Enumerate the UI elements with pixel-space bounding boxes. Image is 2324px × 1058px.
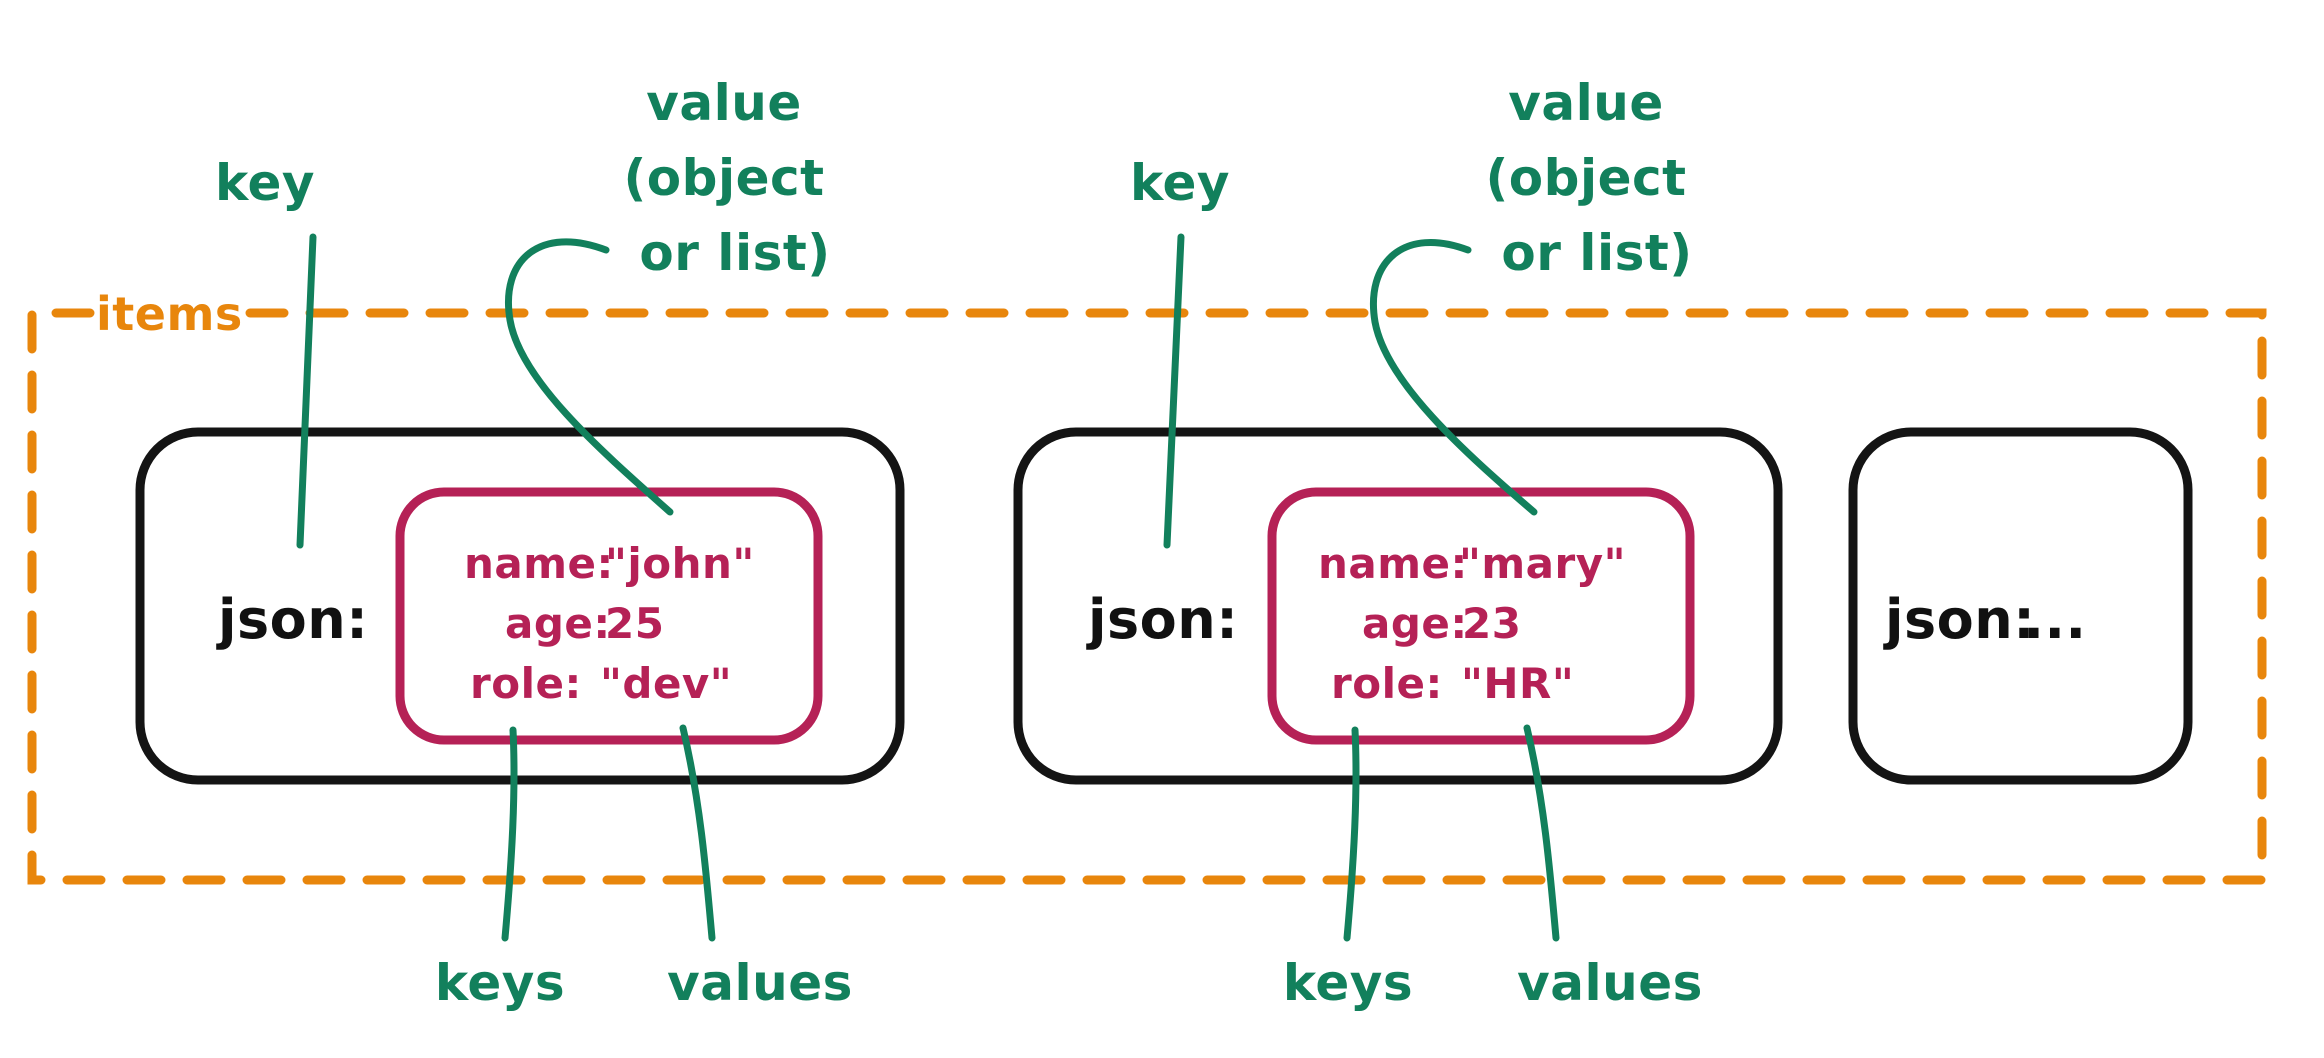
card-2-key-connector [1163, 233, 1185, 549]
card-3-ellipsis: ... [2023, 588, 2086, 651]
json-card-3[interactable]: json: ... [1848, 427, 2193, 785]
card-2-value-object-outline[interactable] [1267, 487, 1695, 745]
json-card-2[interactable]: json: name: "mary" age: 23 role: "HR" [1013, 427, 1783, 785]
card-1-value-annotation-line-1: value [646, 74, 801, 132]
card-2-value-annotation-line-1: value [1508, 74, 1663, 132]
card-2-values-annotation: values [1517, 954, 1703, 1012]
card-2-entry-2-value: "HR" [1461, 659, 1574, 708]
card-1-key-connector [296, 233, 317, 549]
items-group-border [27, 308, 2267, 885]
card-2-value-connector [1370, 238, 1538, 516]
card-2-keys-connector [1343, 726, 1360, 942]
card-1-entry-2-value: "dev" [600, 659, 732, 708]
card-1-value-connector [505, 238, 674, 516]
card-2-entry-1-key: age: [1362, 599, 1468, 648]
card-1-entries: name: "john" age: 25 role: "dev" [464, 539, 755, 708]
card-1-value-annotation-line-3: or list) [639, 224, 830, 282]
card-1-value-annotation-line-2: (object [623, 149, 824, 207]
card-1-json-label: json: [216, 588, 368, 651]
json-card-1[interactable]: json: name: "john" age: 25 role: "dev" [135, 427, 905, 785]
card-1-values-annotation: values [667, 954, 853, 1012]
card-1-entry-2-key: role: [470, 659, 582, 708]
items-group-frame [27, 308, 2267, 885]
card-1-entry-0-key: name: [464, 539, 614, 588]
card-2-values-connector [1523, 724, 1560, 942]
card-1-values-connector [679, 724, 716, 942]
card-2-entry-0-key: name: [1318, 539, 1468, 588]
card-1-keys-connector [501, 726, 518, 942]
card-3-json-label: json: [1883, 588, 2035, 651]
card-1-value-object-outline[interactable] [395, 487, 823, 745]
card-2-entry-2-key: role: [1331, 659, 1443, 708]
card-1-keys-annotation: keys [435, 954, 565, 1012]
card-2-entry-1-value: 23 [1462, 599, 1521, 648]
items-group-label: items [96, 287, 243, 341]
card-2-json-label: json: [1086, 588, 1238, 651]
card-1-entry-0-value: "john" [605, 539, 755, 588]
card-2-entry-0-value: "mary" [1459, 539, 1626, 588]
card-1-entry-1-key: age: [505, 599, 611, 648]
card-2-value-annotation-line-3: or list) [1501, 224, 1692, 282]
card-3-outline[interactable] [1848, 427, 2193, 785]
card-2-entries: name: "mary" age: 23 role: "HR" [1318, 539, 1626, 708]
card-1-entry-1-value: 25 [605, 599, 664, 648]
card-2-key-annotation: key [1130, 154, 1230, 212]
card-2-value-annotation: value (object or list) [1485, 74, 1692, 282]
card-1-key-annotation: key [215, 154, 315, 212]
card-1-value-annotation: value (object or list) [623, 74, 830, 282]
card-2-keys-annotation: keys [1283, 954, 1413, 1012]
card-2-value-annotation-line-2: (object [1485, 149, 1686, 207]
